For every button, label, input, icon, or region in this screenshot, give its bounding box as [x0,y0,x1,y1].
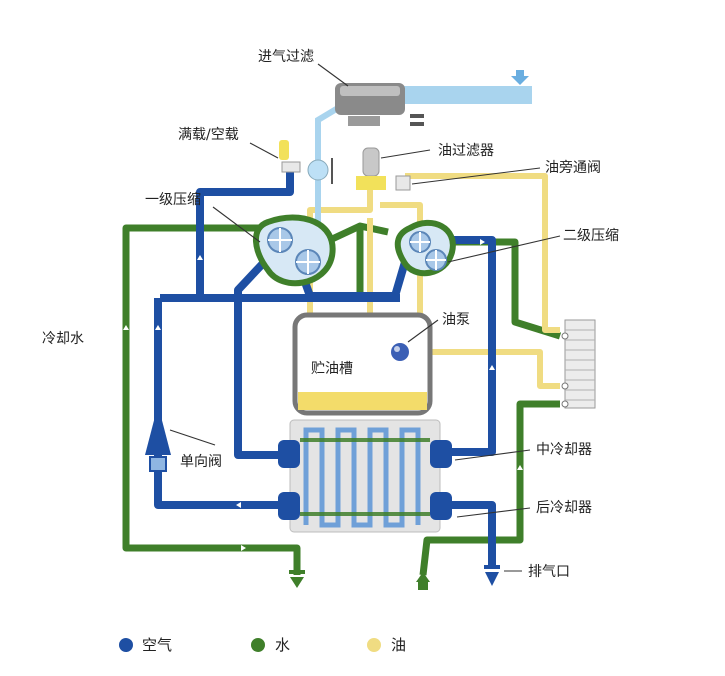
intake-inlet-box [404,86,532,104]
oil-tank-fill [298,392,427,410]
oil-tank [292,312,433,416]
label-oil-filter: 油过滤器 [438,143,494,159]
label-load-unload: 满载/空载 [178,127,239,143]
intake-pipe-down [315,105,340,232]
legend: 空气 水 油 [119,636,406,654]
second-stage-compressor [394,220,456,277]
oil-filter-to-stage2 [380,202,423,322]
air-exhaust-line [448,501,496,565]
compressed-air-lines [154,170,496,565]
intercooler-outlet-header [430,440,452,468]
label-second-stage: 二级压缩 [563,228,619,244]
label-intercooler: 中冷却器 [536,442,592,458]
oil-bypass-valve-body [395,175,411,191]
cooler-block [278,419,452,533]
label-oil-tank: 贮油槽 [311,361,353,377]
label-intake-filter: 进气过滤 [258,49,314,65]
legend-air-label: 空气 [142,636,172,654]
legend-oil-swatch [367,638,381,652]
check-valve-icon [145,405,171,455]
air-load-valve-line [196,170,294,298]
intake-arrow-icon [511,70,529,85]
label-check-valve: 单向阀 [180,454,222,470]
water-main-loop [122,224,301,575]
flow-arrows [123,239,523,551]
leader-lines [169,63,561,572]
check-valve-body [149,456,167,472]
air-intercooler-to-stage2 [448,236,496,456]
aftercooler-outlet-header [430,492,452,520]
label-exhaust-port: 排气口 [528,564,570,580]
legend-air-swatch [119,638,133,652]
oil-filter-unit [356,147,386,190]
exhaust-port-icon [484,565,500,586]
oil-cooler-radiator [561,319,596,409]
legend-water-label: 水 [275,636,290,654]
oil-pump-icon [391,343,409,361]
water-radiator-return [419,400,560,576]
air-check-valve-line [154,298,282,509]
label-first-stage: 一级压缩 [145,192,201,208]
label-oil-bypass-valve: 油旁通阀 [545,159,601,176]
oil-pump-to-radiator [410,349,560,389]
aftercooler-inlet-header [278,492,300,520]
legend-water-swatch [251,638,265,652]
label-cooling-water: 冷却水 [42,331,84,347]
intake-filter-unit [335,83,424,126]
legend-oil-label: 油 [391,636,406,654]
cooler-coil [303,427,421,528]
first-stage-compressor [252,214,336,287]
air-stage1-to-intercooler [234,255,282,459]
water-inlet-icon [416,572,430,590]
label-oil-pump: 油泵 [442,312,470,328]
intercooler-inlet-header [278,440,300,468]
water-outlet-icon [289,570,305,588]
label-aftercooler: 后冷却器 [536,500,592,516]
load-unload-valve [279,140,333,184]
